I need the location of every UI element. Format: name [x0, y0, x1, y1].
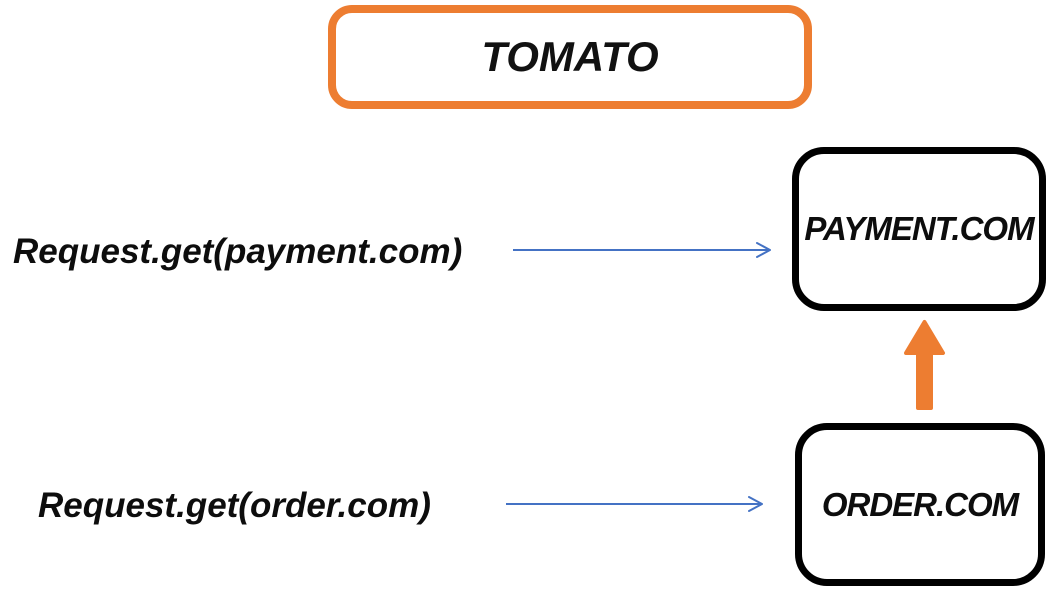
request-payment-label: Request.get(payment.com)	[13, 232, 463, 271]
request-order-arrow-icon	[506, 496, 763, 512]
request-payment-arrow-icon	[513, 242, 771, 258]
node-payment-label: PAYMENT.COM	[804, 210, 1034, 247]
node-order: ORDER.COM	[795, 423, 1045, 586]
title-label: TOMATO	[481, 33, 659, 80]
node-payment: PAYMENT.COM	[792, 147, 1046, 311]
node-order-label: ORDER.COM	[821, 485, 1019, 523]
title-box: TOMATO	[328, 5, 812, 109]
request-order-label: Request.get(order.com)	[38, 486, 431, 525]
order-to-payment-arrow-icon	[904, 320, 945, 410]
